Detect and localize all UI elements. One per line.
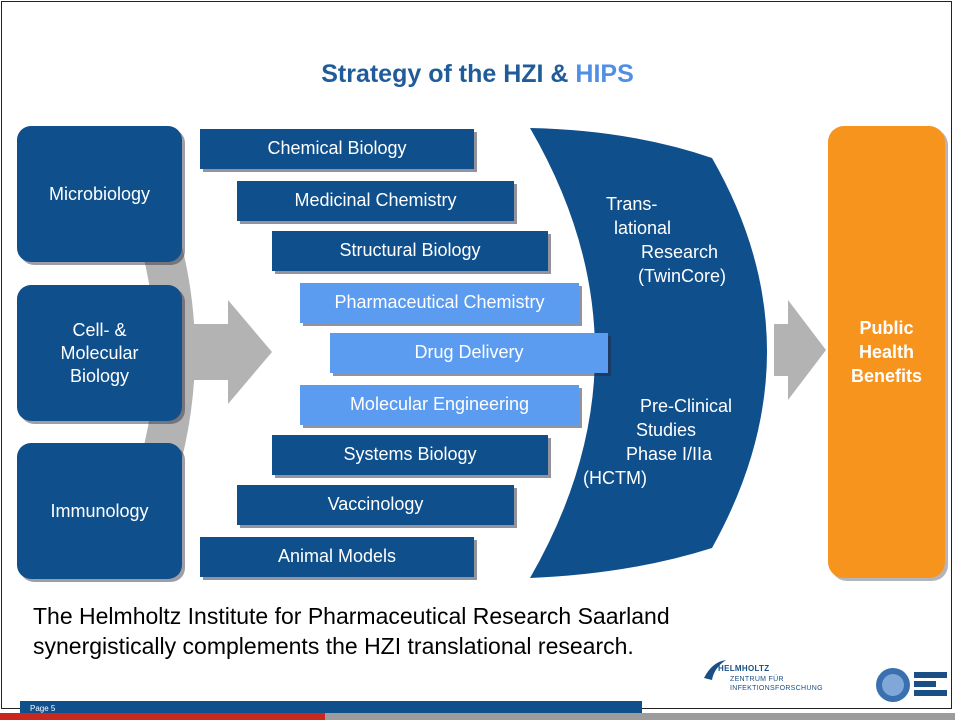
crescent-shape (530, 128, 767, 578)
helmholtz-logo-title: HELMHOLTZ (718, 664, 770, 673)
footer-gray-bar (325, 713, 955, 720)
page-number: Page 5 (30, 704, 56, 713)
description-text: The Helmholtz Institute for Pharmaceutic… (33, 601, 670, 661)
left-arrow-shape (182, 300, 272, 404)
bar-structural-biology: Structural Biology (272, 231, 548, 271)
bar-molecular-engineering: Molecular Engineering (300, 385, 579, 425)
curve-line: Studies (636, 420, 697, 440)
curve-line: Pre-Clinical (640, 396, 733, 416)
bar-medicinal-chemistry: Medicinal Chemistry (237, 181, 514, 221)
helmholtz-logo-line: INFEKTIONSFORSCHUNG (730, 685, 823, 692)
page-title: Strategy of the HZI & HIPS (0, 60, 955, 89)
footer-blue-bar (20, 701, 642, 713)
description-line: synergistically complements the HZI tran… (33, 633, 634, 659)
box-microbiology: Microbiology (17, 126, 182, 262)
outcome-label: Public Health Benefits (850, 318, 922, 386)
curve-line: lational (614, 218, 672, 238)
box-label: Immunology (50, 500, 149, 521)
curve-line: (HCTM) (583, 468, 647, 488)
box-label: Microbiology (48, 183, 151, 204)
bar-systems-biology: Systems Biology (272, 435, 548, 475)
title-main: Strategy of the HZI & (321, 60, 576, 88)
bar-animal-models: Animal Models (200, 537, 474, 577)
curve-line: (TwinCore) (638, 266, 727, 286)
helmholtz-logo-swoosh (704, 660, 726, 680)
box-label: Cell- & Molecular Biology (60, 319, 139, 386)
translational-research-label: Trans- lational Research (TwinCore) (606, 192, 726, 288)
bar-pharmaceutical-chemistry: Pharmaceutical Chemistry (300, 283, 579, 323)
box-public-health-benefits: Public Health Benefits (828, 126, 945, 578)
helmholtz-logo-line: ZENTRUM FÜR (730, 676, 784, 683)
curve-line: Trans- (606, 194, 658, 214)
bar-drug-delivery: Drug Delivery (330, 333, 608, 373)
description-line: The Helmholtz Institute for Pharmaceutic… (33, 603, 670, 629)
curve-line: Research (641, 242, 719, 262)
footer-red-bar (0, 713, 325, 720)
box-immunology: Immunology (17, 443, 182, 579)
curve-line: Phase I/IIa (626, 444, 713, 464)
title-highlight: HIPS (575, 60, 634, 88)
box-cell-molecular-biology: Cell- & Molecular Biology (17, 285, 182, 421)
bar-chemical-biology: Chemical Biology (200, 129, 474, 169)
bar-vaccinology: Vaccinology (237, 485, 514, 525)
preclinical-studies-label: Pre-Clinical Studies Phase I/IIa (HCTM) (583, 394, 732, 490)
right-arrow-shape (774, 300, 826, 400)
